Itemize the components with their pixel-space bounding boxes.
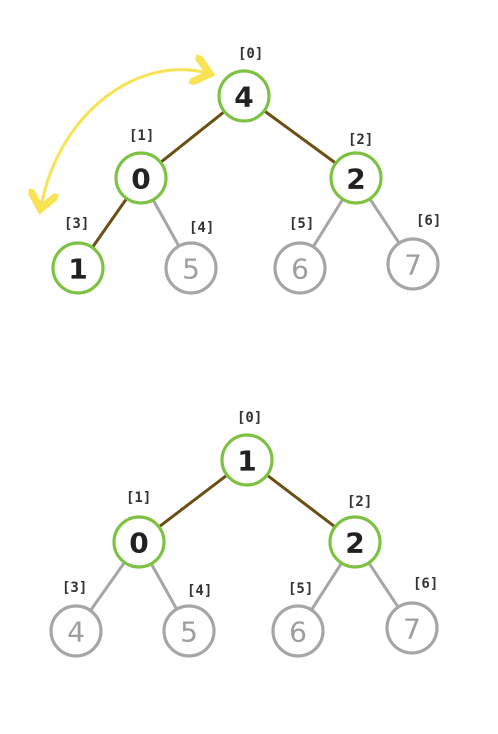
heap-node: 7 [6] <box>386 213 441 291</box>
node-circle <box>162 604 216 658</box>
node-circle <box>329 151 383 205</box>
node-circle <box>271 604 325 658</box>
node-index-label: [5] <box>288 581 313 597</box>
node-circle <box>112 515 166 569</box>
node-index-label: [4] <box>187 583 212 599</box>
node-index-label: [3] <box>62 580 87 596</box>
node-circle <box>328 515 382 569</box>
heap-node: 6 [5] <box>273 216 327 295</box>
tree-edge <box>262 109 338 165</box>
node-index-label: [1] <box>129 128 154 144</box>
node-value: 1 <box>237 445 256 478</box>
swap-arrow <box>41 70 207 206</box>
tree-edge <box>311 197 345 249</box>
node-index-label: [1] <box>126 490 151 506</box>
tree-edge <box>151 198 181 248</box>
node-index-label: [5] <box>289 216 314 232</box>
node-value: 7 <box>404 249 422 282</box>
node-circle <box>220 433 274 487</box>
node-circle <box>386 237 440 291</box>
node-index-label: [0] <box>238 46 263 62</box>
heap-node: 1 [0] <box>220 410 274 487</box>
node-index-label: [6] <box>413 576 438 592</box>
node-index-label: [2] <box>348 132 373 148</box>
node-value: 2 <box>345 527 364 560</box>
node-value: 0 <box>131 163 150 196</box>
tree-edge <box>159 110 226 164</box>
node-circle <box>385 601 439 655</box>
node-value: 5 <box>182 253 200 286</box>
heap-node: 4 [3] <box>49 580 103 658</box>
heap-node: 5 [4] <box>164 220 218 295</box>
tree-edge <box>309 561 344 612</box>
node-circle <box>51 241 105 295</box>
node-value: 6 <box>289 616 307 649</box>
node-value: 4 <box>67 616 85 649</box>
heap-node: 0 [1] <box>112 490 166 569</box>
heap-tree-2: 1 [0] 0 [1] 2 [2] 4 [3] 5 [4] 6 [5] 7 [6] <box>49 410 439 658</box>
heap-node: 2 [2] <box>328 494 382 569</box>
node-value: 0 <box>129 527 148 560</box>
node-value: 1 <box>68 253 87 286</box>
tree-edge <box>265 473 337 529</box>
node-index-label: [6] <box>416 213 441 229</box>
heap-node: 7 [6] <box>385 576 439 655</box>
node-circle <box>217 69 271 123</box>
heap-node: 1 [3] <box>51 216 105 295</box>
node-value: 5 <box>180 616 198 649</box>
node-value: 4 <box>234 81 253 114</box>
node-index-label: [2] <box>347 494 372 510</box>
tree-edge <box>88 560 127 613</box>
heap-node: 0 [1] <box>114 128 168 205</box>
tree-edge <box>90 196 129 250</box>
node-circle <box>164 241 218 295</box>
node-index-label: [0] <box>237 410 262 426</box>
node-value: 2 <box>346 163 365 196</box>
node-value: 6 <box>291 253 309 286</box>
heap-node: 6 [5] <box>271 581 325 658</box>
tree-edge <box>367 561 400 609</box>
tree-edge <box>149 562 179 611</box>
heap-node: 2 [2] <box>329 132 383 205</box>
tree-edge <box>368 197 401 245</box>
heap-node: 5 [4] <box>162 583 216 658</box>
node-value: 7 <box>403 613 421 646</box>
node-index-label: [4] <box>189 220 214 236</box>
node-index-label: [3] <box>64 216 89 232</box>
heap-node: 4 [0] <box>217 46 271 123</box>
node-circle <box>49 604 103 658</box>
node-circle <box>273 241 327 295</box>
tree-edge <box>157 473 229 529</box>
heap-tree-1: 4 [0] 0 [1] 2 [2] 1 [3] 5 [4] 6 [5] 7 [6] <box>41 46 441 295</box>
